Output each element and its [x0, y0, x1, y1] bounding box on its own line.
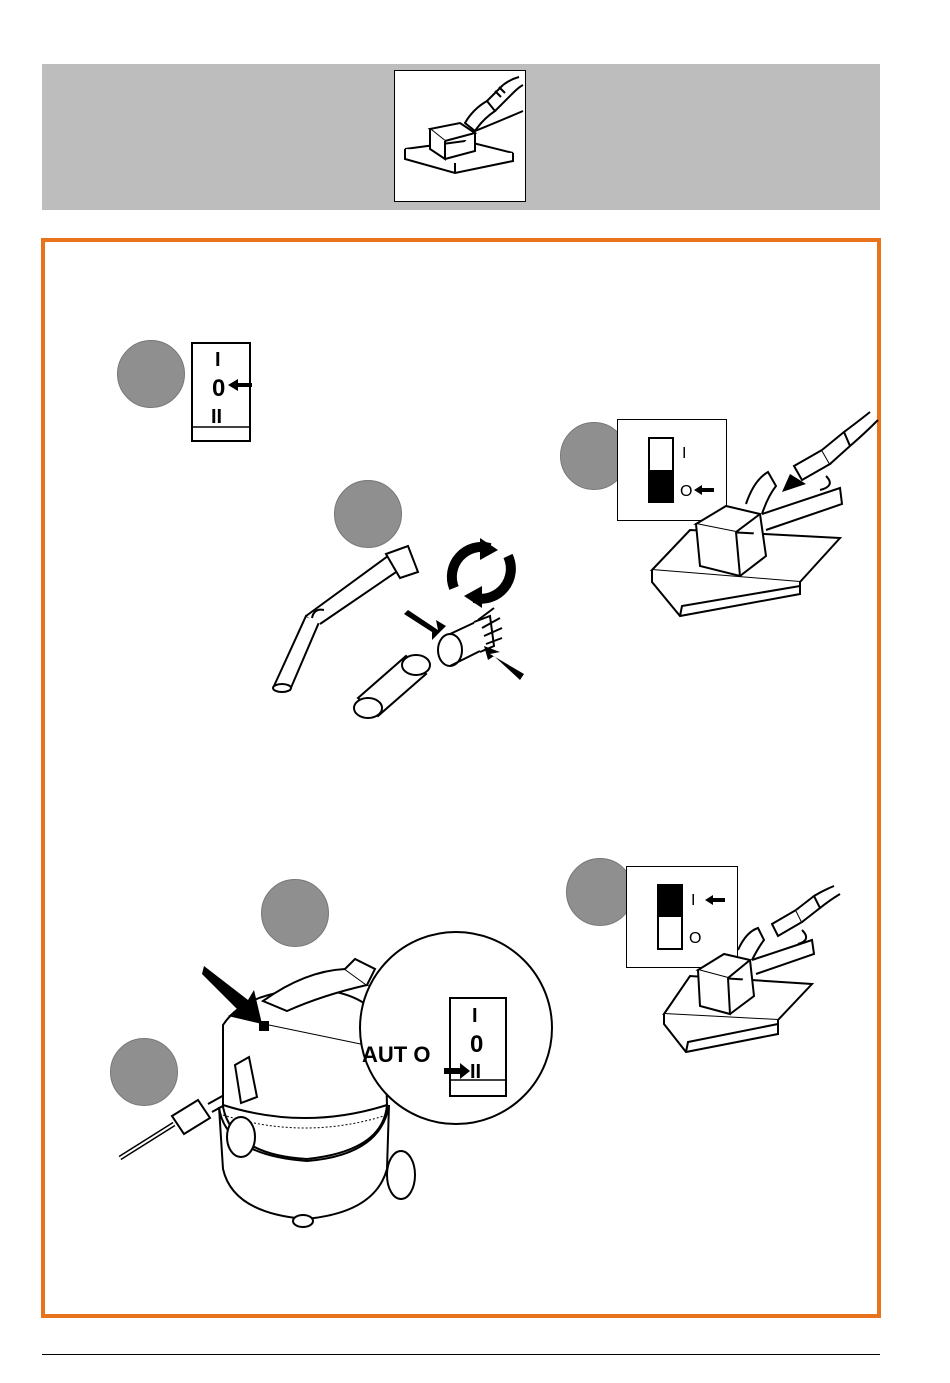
pointer-arrow-icon	[200, 962, 270, 1032]
bent-tube	[274, 616, 320, 690]
switch-label-auto: II	[211, 406, 222, 428]
floor-nozzle-icon	[395, 71, 525, 201]
zoom-switch-auto-label: II	[470, 1061, 481, 1083]
auto-label: AUT O	[362, 1042, 430, 1067]
step-circle-5	[261, 879, 329, 947]
switch-zoom-circle: AUT O I 0 II	[356, 928, 556, 1128]
zoom-switch-off-label: 0	[470, 1031, 483, 1058]
footer-rule	[42, 1354, 880, 1355]
switch-label-on: I	[215, 349, 221, 371]
rocker-switch-off: I 0 II	[190, 341, 254, 445]
zoom-switch-on-label: I	[472, 1005, 478, 1027]
switch-label-off: 0	[212, 375, 225, 402]
rotate-arrows-icon	[452, 538, 511, 608]
header-nozzle-thumbnail	[394, 70, 526, 202]
floor-nozzle-icon	[662, 884, 842, 1064]
step-circle-1	[117, 340, 185, 408]
floor-nozzle-icon	[650, 410, 890, 630]
step-circle-6	[566, 858, 634, 926]
accessories-illustration	[268, 528, 538, 728]
